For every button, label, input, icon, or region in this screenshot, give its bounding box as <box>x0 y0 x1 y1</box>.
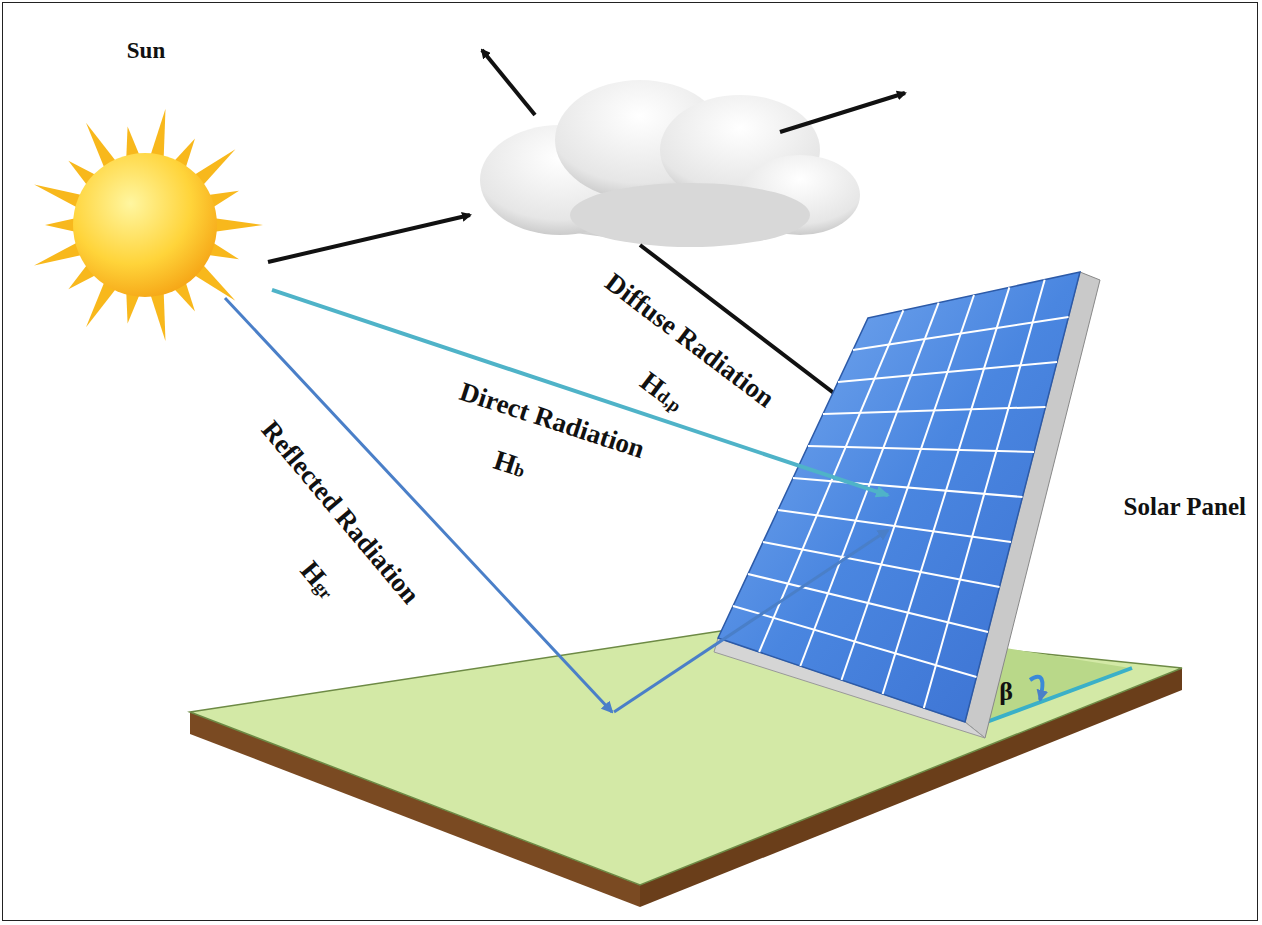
sun-rays <box>34 109 263 341</box>
sun-ray <box>86 282 116 327</box>
cell-line <box>748 574 988 632</box>
reflected-arrow <box>225 298 612 712</box>
panel-face <box>718 272 1080 722</box>
symbol-label: Hb <box>491 446 530 482</box>
sun-ray <box>86 123 116 168</box>
sun-node: Sun <box>20 30 272 345</box>
symbol-label: Hgr <box>295 556 341 604</box>
sun-ray <box>126 293 139 324</box>
cell-line <box>823 407 1046 414</box>
sunlight-arrow <box>268 215 470 262</box>
sun-ray <box>34 185 82 208</box>
sun-ray <box>34 243 82 266</box>
cell-line <box>793 478 1023 497</box>
radiation-label: Diffuse Radiation <box>601 268 780 412</box>
reflected-arrow <box>614 530 888 712</box>
cloud <box>480 80 860 247</box>
scatter-arrow <box>482 50 535 115</box>
sun-ray <box>126 127 139 158</box>
symbol-label: Hd,p <box>635 367 689 417</box>
sun-ray <box>45 218 75 231</box>
sun-ray <box>215 218 263 231</box>
cell-line <box>838 362 1057 382</box>
cell-line <box>808 446 1034 452</box>
node-label: Sun <box>20 38 272 64</box>
angle-arrow <box>1030 677 1042 700</box>
node-label: Solar Panel <box>1124 493 1246 521</box>
direct-radiation-arrow <box>272 290 888 496</box>
cell-line <box>763 542 1000 587</box>
cell-line <box>853 317 1069 350</box>
cell-line <box>778 510 1011 542</box>
radiation-label: Reflected Radiation <box>256 416 424 609</box>
panel-grid <box>733 280 1069 708</box>
cell-line <box>733 606 977 677</box>
sun-ray <box>151 109 166 158</box>
angle-label: β <box>999 679 1013 705</box>
scatter-arrow <box>780 93 905 132</box>
panel-node: Solar Panel <box>888 265 1252 740</box>
edge-label: Direct Radiation <box>456 377 647 462</box>
sun-disc <box>73 153 217 297</box>
sun-ray <box>151 293 166 342</box>
